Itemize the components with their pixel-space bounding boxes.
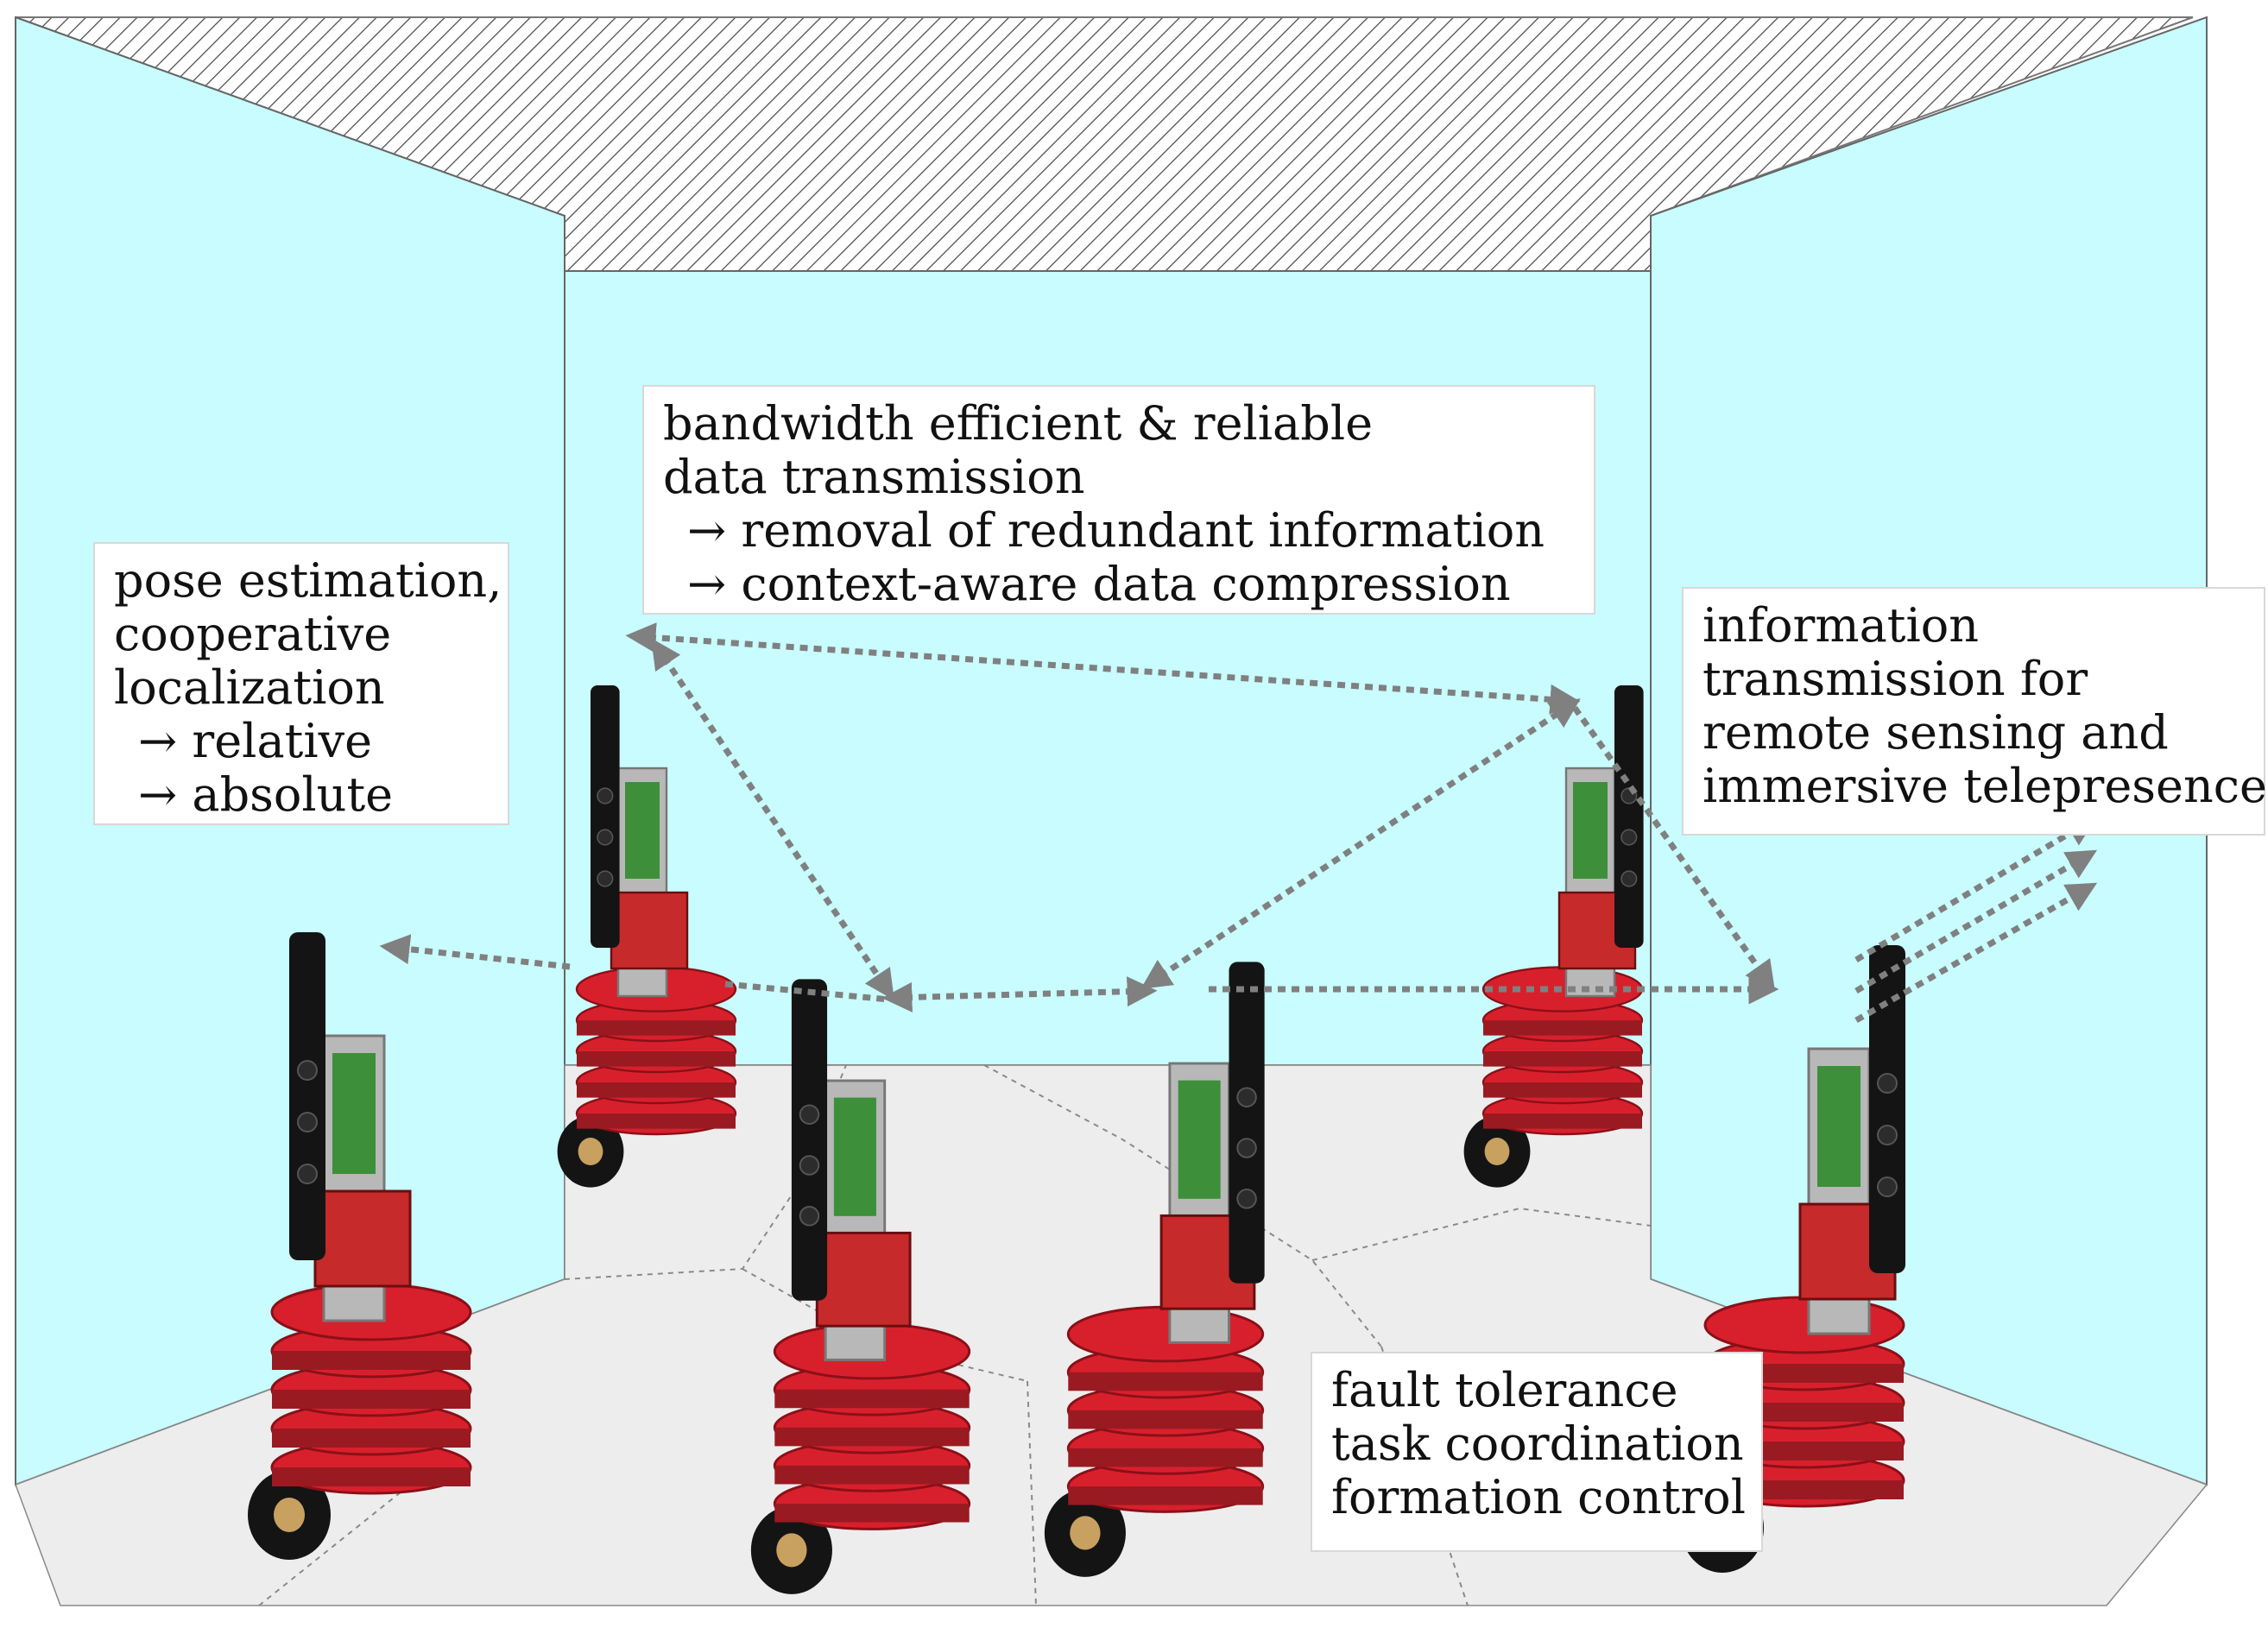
green-board xyxy=(833,1097,876,1216)
bandwidth-line-2: data transmission xyxy=(663,450,1085,504)
chassis-layer xyxy=(1068,1486,1263,1505)
camera-lens-icon xyxy=(1236,1189,1257,1209)
communication-links xyxy=(379,622,2098,1024)
uplink-1 xyxy=(1854,817,2098,963)
robot-left-front xyxy=(248,932,472,1560)
green-board xyxy=(332,1053,376,1174)
chassis-layer xyxy=(774,1465,970,1485)
link-center-right-to-back-right xyxy=(1140,698,1581,989)
fault-line-2: task coordination xyxy=(1331,1416,1744,1471)
green-board xyxy=(1178,1080,1221,1199)
chassis-layer xyxy=(774,1504,970,1523)
depth-camera-icon xyxy=(1869,945,1905,1273)
fault-line-3: formation control xyxy=(1331,1470,1746,1524)
chassis-layer xyxy=(1483,1020,1642,1036)
info-line-3: remote sensing and xyxy=(1703,705,2169,760)
wheel-hub-icon xyxy=(1070,1516,1101,1550)
depth-camera-icon xyxy=(1229,962,1265,1284)
link-back-right-to-front-right xyxy=(1572,705,1776,992)
robot-center-left xyxy=(750,979,971,1594)
wheel-hub-icon xyxy=(1484,1138,1510,1165)
pose-line-1: pose estimation, xyxy=(114,553,502,608)
camera-lens-icon xyxy=(799,1104,820,1125)
pose-line-4: → relative xyxy=(138,714,373,768)
chassis-top xyxy=(1481,966,1644,1013)
camera-lens-icon xyxy=(799,1155,820,1176)
camera-lens-icon xyxy=(1236,1087,1257,1107)
information-transmission-label: information transmission for remote sens… xyxy=(1682,587,2267,836)
camera-lens-icon xyxy=(1620,870,1638,887)
robot-left-back xyxy=(557,685,737,1188)
chassis-layer xyxy=(1068,1372,1263,1391)
chassis-layer xyxy=(1483,1082,1642,1098)
pose-line-3: localization xyxy=(114,660,385,715)
chassis-layer xyxy=(272,1351,471,1370)
wheel-hub-icon xyxy=(578,1138,603,1165)
depth-camera-icon xyxy=(591,685,620,948)
chassis-layer xyxy=(774,1389,970,1409)
chassis-layer xyxy=(1483,1051,1642,1067)
camera-lens-icon xyxy=(597,829,614,846)
green-board xyxy=(1573,782,1608,879)
camera-lens-icon xyxy=(297,1060,318,1081)
camera-lens-icon xyxy=(1620,829,1638,846)
camera-lens-icon xyxy=(1236,1138,1257,1158)
info-line-4: immersive telepresence xyxy=(1703,759,2267,813)
chassis-layer xyxy=(272,1390,471,1409)
chassis-layer xyxy=(272,1467,471,1486)
camera-lens-icon xyxy=(597,870,614,887)
bandwidth-line-1: bandwidth efficient & reliable xyxy=(663,396,1374,451)
circuit-board xyxy=(815,1231,912,1328)
wheel-hub-icon xyxy=(274,1498,305,1532)
camera-lens-icon xyxy=(1877,1125,1898,1145)
link-center-left-to-center-right xyxy=(881,976,1158,1013)
chassis-layer xyxy=(577,1082,736,1098)
chassis-top xyxy=(1066,1305,1265,1363)
uplink-3 xyxy=(1854,882,2098,1024)
depth-camera-icon xyxy=(289,932,325,1260)
green-board xyxy=(1817,1066,1861,1187)
chassis-layer xyxy=(577,1114,736,1129)
camera-lens-icon xyxy=(597,787,614,804)
bandwidth-label: bandwidth efficient & reliable data tran… xyxy=(642,385,1595,615)
pose-line-5: → absolute xyxy=(138,767,394,822)
link-back-left-to-front-left xyxy=(379,934,571,970)
camera-lens-icon xyxy=(799,1206,820,1227)
pose-estimation-label: pose estimation, cooperative localizatio… xyxy=(93,542,509,825)
chassis-top xyxy=(1703,1296,1905,1354)
robot-center-right xyxy=(1044,962,1265,1577)
info-line-1: information xyxy=(1703,598,1980,653)
pose-line-2: cooperative xyxy=(114,607,392,661)
chassis-layer xyxy=(1068,1448,1263,1467)
fault-tolerance-label: fault tolerance task coordination format… xyxy=(1311,1352,1763,1552)
camera-lens-icon xyxy=(297,1112,318,1132)
chassis-layer xyxy=(577,1051,736,1067)
chassis-layer xyxy=(577,1020,736,1036)
chassis-layer xyxy=(1068,1410,1263,1429)
depth-camera-icon xyxy=(791,979,828,1301)
fault-line-1: fault tolerance xyxy=(1331,1363,1678,1417)
uplink-2 xyxy=(1854,849,2098,994)
robots xyxy=(248,685,1905,1594)
camera-lens-icon xyxy=(1877,1177,1898,1197)
chassis-layer xyxy=(774,1427,970,1447)
green-board xyxy=(625,782,660,879)
link-back-left-to-back-right xyxy=(625,622,1581,715)
circuit-board xyxy=(313,1189,412,1288)
camera-lens-icon xyxy=(1877,1073,1898,1094)
bandwidth-line-3: → removal of redundant information xyxy=(687,503,1545,558)
circuit-board xyxy=(610,891,689,970)
chassis-layer xyxy=(1483,1114,1642,1129)
depth-camera-icon xyxy=(1614,685,1644,948)
bandwidth-line-4: → context-aware data compression xyxy=(687,557,1511,611)
wheel-hub-icon xyxy=(776,1533,807,1568)
camera-lens-icon xyxy=(297,1164,318,1184)
chassis-layer xyxy=(272,1429,471,1448)
info-line-2: transmission for xyxy=(1703,652,2088,706)
